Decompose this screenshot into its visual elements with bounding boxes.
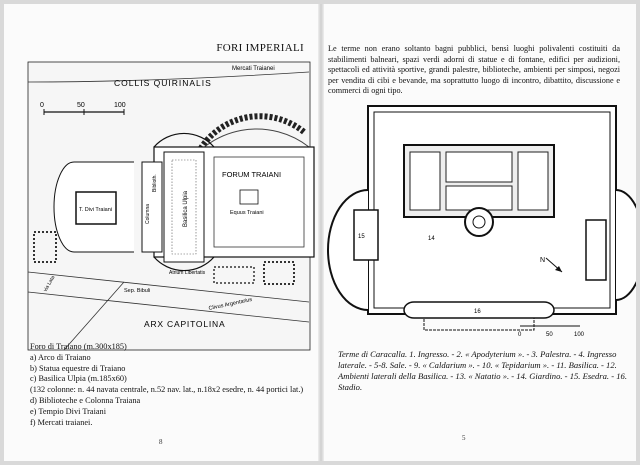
caption-line: f) Mercati traianei. [30, 417, 93, 427]
label-templum-divi-traiani: T. Divi Traiani [79, 207, 112, 213]
map-scale-50: 50 [77, 102, 85, 109]
caption-line: Foro di Traiano (m.300x185) [30, 342, 127, 351]
map-scale-0: 0 [40, 102, 44, 109]
running-head: FORI IMPERIALI [216, 42, 304, 54]
plan-label-14: 14 [428, 236, 435, 242]
label-basilica-ulpia: Basilica Ulpia [183, 190, 189, 227]
plan-label-15: 15 [358, 234, 365, 240]
label-atrium-libertatis: Atrium Libertatis [169, 270, 206, 276]
caption-line: c) Basilica Ulpia (m.185x60) [30, 374, 127, 384]
caption-line: d) Biblioteche e Colonna Traiana [30, 395, 141, 405]
plan-scale-0: 0 [518, 332, 522, 338]
forum-traiani-map: 0 50 100 COLLIS QUIRINALIS Mercati Traia… [27, 61, 315, 351]
right-page: Le terme non erano soltanto bagni pubbli… [324, 4, 636, 461]
label-sep-bibuli: Sep. Bibuli [124, 288, 150, 294]
caption-line: (132 colonne: n. 44 navata centrale, n.5… [30, 385, 304, 395]
label-forum-traiani: FORUM TRAIANI [222, 170, 281, 179]
right-page-number: 5 [462, 434, 466, 442]
book-gutter [318, 4, 324, 461]
forum-caption: Foro di Traiano (m.300x185) a) Arco di T… [30, 342, 310, 428]
map-scale-100: 100 [114, 102, 126, 109]
plan-scale-100: 100 [574, 332, 585, 338]
caption-line: e) Tempio Divi Traiani [30, 406, 107, 416]
terme-caracalla-plan: N 0 50 100 14 15 16 [327, 105, 636, 338]
plan-caption: Terme di Caracalla. 1. Ingresso. - 2. « … [338, 349, 627, 392]
book-spread: FORI IMPERIALI 0 50 100 [4, 4, 636, 461]
label-mercati-traianei: Mercati Traianei [232, 66, 275, 72]
label-equus-traiani: Equus Traiani [230, 210, 264, 216]
left-page-number: 8 [159, 438, 163, 446]
label-arx-capitolina: ARX CAPITOLINA [144, 319, 225, 329]
label-columna: Columna [145, 204, 151, 224]
left-page: FORI IMPERIALI 0 50 100 [4, 4, 318, 461]
plan-north: N [540, 257, 545, 264]
caption-line: a) Arco di Traiano [30, 352, 91, 362]
intro-paragraph: Le terme non erano soltanto bagni pubbli… [328, 44, 620, 95]
caption-line: b) Statua equestre di Traiano [30, 363, 126, 373]
label-bibliotheca: Biblioth. [152, 174, 158, 192]
plan-scale-50: 50 [546, 332, 553, 338]
label-collis-quirinalis: COLLIS QUIRINALIS [114, 78, 212, 88]
plan-label-16: 16 [474, 309, 481, 315]
